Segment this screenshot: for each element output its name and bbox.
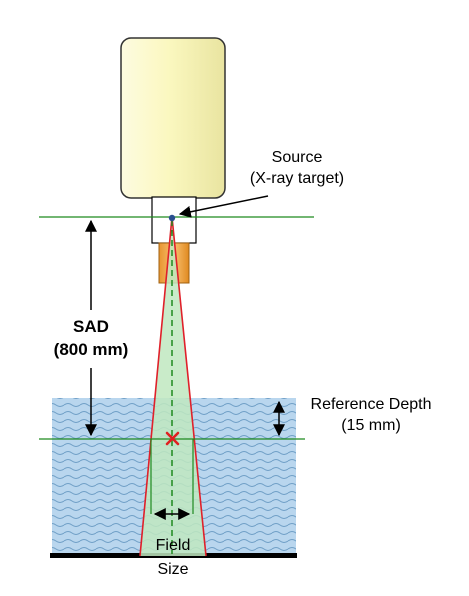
sad-value-label: (800 mm) [53,340,129,359]
field-label: Field [155,537,191,554]
source-dot [168,214,176,222]
sad-label: SAD [73,317,109,336]
size-label: Size [157,561,189,578]
treatment-head [120,37,226,199]
beam-edge-left [139,216,173,557]
source-sublabel: (X-ray target) [249,170,345,187]
source-label: Source [271,149,323,166]
reference-depth-label: Reference Depth [310,396,432,413]
beam-cone [140,217,206,556]
source-pointer-arrow [178,195,269,218]
beam-edge-right [171,216,207,557]
reference-point-marker [165,431,180,446]
reference-depth-value-label: (15 mm) [341,417,401,434]
